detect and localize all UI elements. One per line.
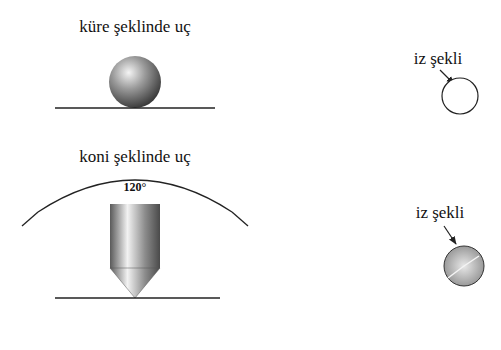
sphere-trace (442, 78, 478, 114)
trace-highlight (448, 256, 479, 278)
trace-caption: iz şekli (416, 204, 465, 223)
tip-caption: küre şeklinde uç (79, 18, 190, 37)
angle-value: 120° (124, 181, 147, 194)
surface-line (55, 297, 220, 299)
surface-line (55, 107, 215, 109)
arc-tick (232, 212, 248, 226)
arc-tick (22, 212, 38, 226)
tip-caption: koni şeklinde uç (79, 148, 190, 167)
tip-body (110, 204, 160, 268)
cone-point (110, 268, 160, 298)
trace-caption: iz şekli (414, 50, 463, 69)
cone-trace (444, 246, 484, 286)
leader-line (444, 226, 456, 244)
sphere-tip (109, 56, 161, 108)
